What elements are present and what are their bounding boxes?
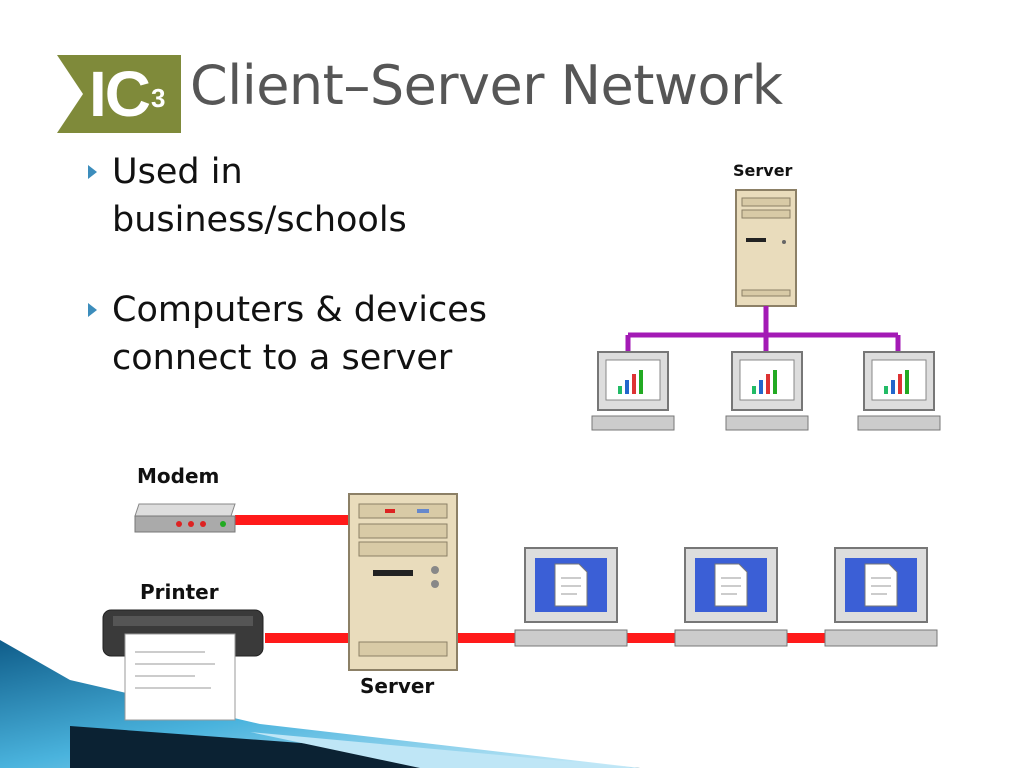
top-network-diagram [591, 189, 941, 431]
bullet-item: Computers & devices connect to a server [82, 286, 542, 382]
slide-title: Client–Server Network [190, 54, 783, 117]
printer-label: Printer [140, 580, 219, 604]
logo-text: IC [89, 58, 151, 130]
bullet-text: Used in business/schools [112, 152, 407, 240]
top-server-label: Server [733, 161, 793, 180]
bullet-text: Computers & devices connect to a server [112, 290, 487, 378]
bullet-arrow-icon [88, 303, 97, 317]
ic3-logo: IC3 [57, 55, 181, 133]
logo-mark: IC3 [89, 58, 166, 130]
background-wave-decoration [0, 640, 640, 768]
bottom-workstation-icon [514, 547, 628, 647]
top-workstation-icon [725, 351, 809, 431]
top-workstation-icon [857, 351, 941, 431]
bullet-item: Used in business/schools [82, 148, 542, 244]
printer-icon [102, 609, 264, 721]
top-server-icon [735, 189, 797, 307]
top-network-links [625, 306, 901, 352]
modem-label: Modem [137, 464, 220, 488]
bottom-server-icon [348, 493, 458, 671]
logo-notch [57, 55, 83, 133]
bottom-server-label: Server [360, 674, 435, 698]
bullet-list: Used in business/schools Computers & dev… [82, 148, 542, 424]
bullet-arrow-icon [88, 165, 97, 179]
modem-icon [134, 503, 236, 533]
bottom-workstation-icon [824, 547, 938, 647]
bottom-network-diagram [102, 493, 938, 721]
bottom-workstation-icon [674, 547, 788, 647]
top-workstation-icon [591, 351, 675, 431]
logo-superscript: 3 [151, 83, 166, 113]
